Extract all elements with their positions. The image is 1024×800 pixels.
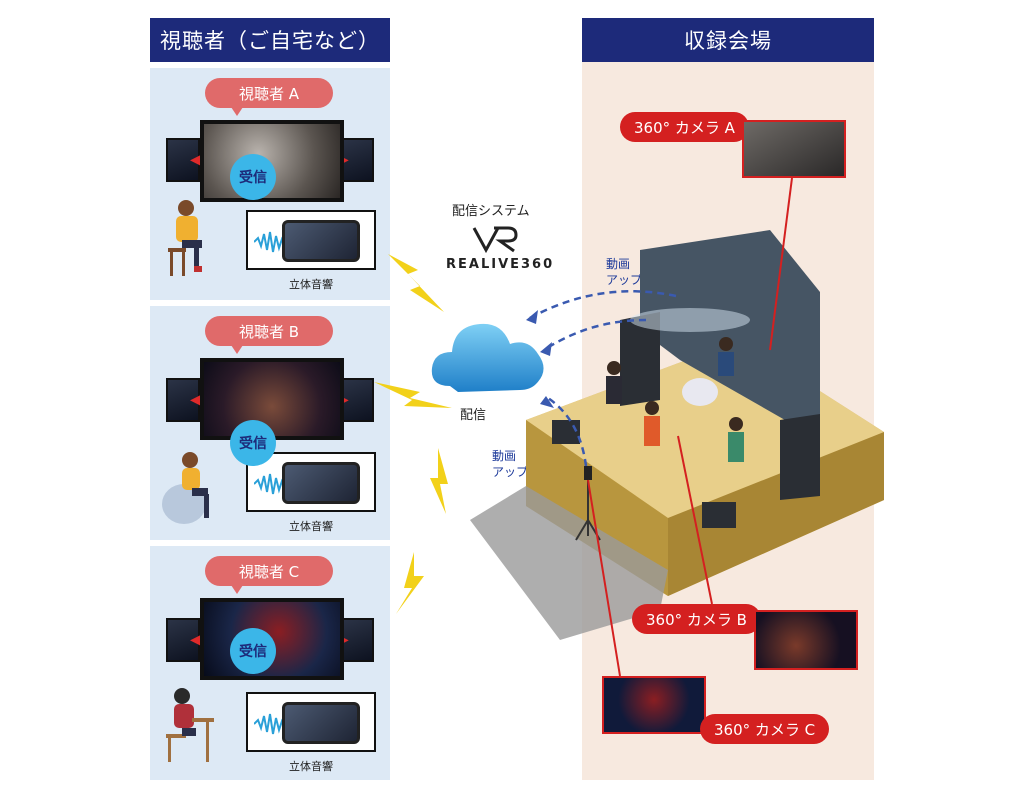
upload-line1: 動画 (492, 449, 517, 463)
camera-c-label: 360° カメラ C (700, 714, 830, 744)
smartphone-icon (282, 462, 360, 504)
camera-c-thumbnail (602, 676, 706, 734)
realive-logo-icon (472, 226, 518, 254)
person-sitting-icon (168, 200, 202, 276)
side-view-left (166, 378, 200, 422)
upload-line1: 動画 (606, 257, 631, 271)
camera-a-label: 360° カメラ A (620, 112, 749, 142)
realive-logo-text: REALIVE360 (446, 257, 555, 272)
audio-caption: 立体音響 (289, 760, 333, 773)
side-view-right (340, 138, 374, 182)
main-video-screen (200, 120, 344, 202)
camera-a-thumbnail (742, 120, 846, 178)
receive-badge-a: 受信 (230, 154, 276, 200)
receive-badge-c: 受信 (230, 628, 276, 674)
cloud-icon (431, 323, 544, 392)
phone-view-box (246, 692, 376, 752)
smartphone-icon (282, 702, 360, 744)
phone-view-box (246, 452, 376, 512)
viewers-header: 視聴者（ご自宅など） (150, 18, 390, 62)
band-performers (606, 337, 744, 462)
camera-b-thumbnail (754, 610, 858, 670)
viewer-panel-b: 視聴者 B ◀ ▶ 立体音響 (150, 306, 390, 540)
lightning-icon (374, 254, 452, 614)
side-view-right (340, 618, 374, 662)
receive-badge-b: 受信 (230, 420, 276, 466)
arrow-left-icon: ◀ (190, 152, 201, 168)
camera-b-label: 360° カメラ B (632, 604, 761, 634)
venue-header: 収録会場 (582, 18, 874, 62)
side-view-left (166, 618, 200, 662)
arrow-left-icon: ◀ (190, 392, 201, 408)
viewer-label: 視聴者 A (205, 78, 333, 116)
distribution-label: 配信 (460, 408, 487, 423)
person-at-table-icon (166, 688, 214, 762)
audio-caption: 立体音響 (289, 278, 333, 291)
smartphone-icon (282, 220, 360, 262)
audio-caption: 立体音響 (289, 520, 333, 533)
viewer-label: 視聴者 C (205, 556, 333, 594)
side-view-left (166, 138, 200, 182)
phone-view-box (246, 210, 376, 270)
arrow-left-icon: ◀ (190, 632, 201, 648)
person-on-beanbag-icon (162, 452, 209, 524)
viewer-label: 視聴者 B (205, 316, 333, 354)
system-label: 配信システム (452, 204, 530, 219)
